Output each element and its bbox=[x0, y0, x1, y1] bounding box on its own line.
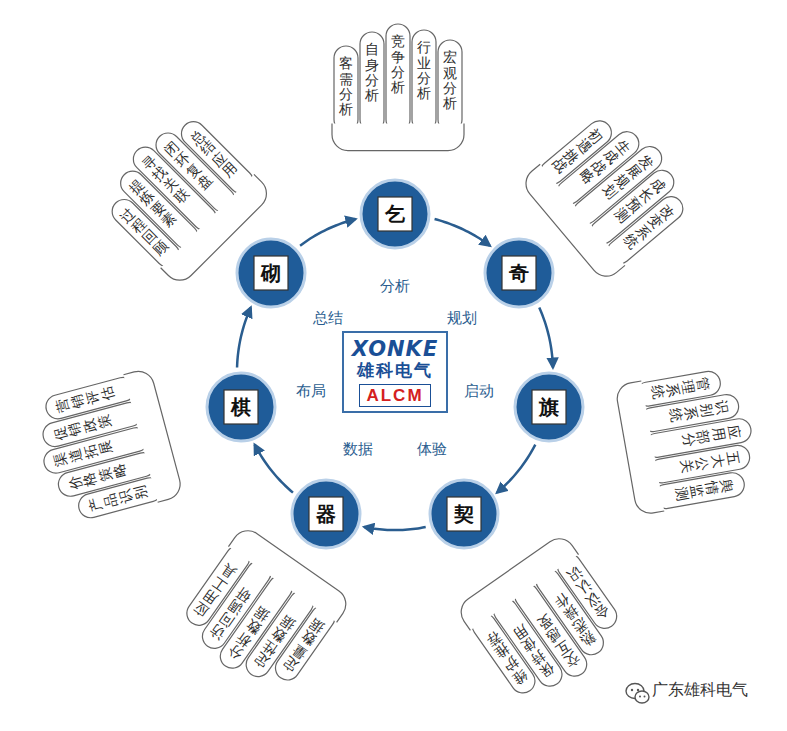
char-square bbox=[224, 390, 258, 424]
cycle-arrow bbox=[539, 308, 553, 368]
finger-shape bbox=[652, 471, 746, 511]
wechat-icon bbox=[626, 684, 649, 704]
circle-fill bbox=[207, 373, 275, 441]
stage-circle: 契体验 bbox=[428, 478, 500, 550]
logo-box: XONKE雄科电气ALCM bbox=[342, 331, 449, 413]
circle-fill bbox=[237, 239, 305, 307]
stage-character: 乞 bbox=[385, 201, 405, 228]
finger-shape bbox=[412, 30, 436, 132]
finger-text: 行业分析 bbox=[417, 40, 431, 102]
char-square bbox=[447, 497, 481, 531]
cycle-arrow bbox=[435, 219, 490, 246]
circle-fill bbox=[361, 180, 429, 248]
palm-shape bbox=[615, 381, 665, 516]
cycle-arrow bbox=[255, 445, 293, 493]
hand-callout: 管理系统识别系统应用部分五大公关舆情监测 bbox=[613, 362, 762, 518]
stage-character: 棋 bbox=[231, 394, 251, 421]
stage-character: 砌 bbox=[261, 260, 281, 287]
cycle-arrow bbox=[497, 445, 535, 493]
stage-circle: 砌总结 bbox=[235, 237, 307, 309]
logo-name: 雄科电气 bbox=[357, 361, 433, 384]
finger-shape bbox=[43, 375, 138, 422]
palm-shape bbox=[228, 525, 352, 623]
finger-shape bbox=[334, 46, 358, 132]
finger-shape bbox=[438, 40, 462, 132]
cycle-arrow bbox=[364, 527, 425, 530]
circle-fill bbox=[515, 373, 583, 441]
char-square bbox=[502, 256, 536, 290]
finger-text: 自身分析 bbox=[365, 42, 379, 104]
stage-label: 启动 bbox=[464, 382, 494, 401]
stage-label: 规划 bbox=[447, 309, 477, 328]
cycle-arrow bbox=[237, 308, 251, 368]
char-square bbox=[309, 497, 343, 531]
palm-shape bbox=[332, 124, 464, 151]
stage-label: 数据 bbox=[343, 440, 373, 459]
circle-fill bbox=[292, 480, 360, 548]
finger-text: 宏观分析 bbox=[443, 50, 457, 112]
hand-callout: 定量数据定性数据分析数据访问调研应用工具 bbox=[170, 523, 355, 705]
stage-circle: 旗启动 bbox=[513, 371, 585, 443]
hand-callout: 客需分析自身分析竞争分析行业分析宏观分析 bbox=[330, 24, 466, 152]
char-square bbox=[378, 197, 412, 231]
stage-character: 契 bbox=[454, 501, 474, 528]
logo-wordmark: XONKE bbox=[352, 337, 439, 361]
stage-character: 奇 bbox=[509, 260, 529, 287]
hand-callout: 会议认识熟悉操作交互感受保持使用维护推荐 bbox=[453, 531, 638, 713]
stage-character: 旗 bbox=[539, 394, 559, 421]
watermark: 广东雄科电气 bbox=[652, 680, 748, 701]
stage-circle: 器数据 bbox=[290, 478, 362, 550]
circle-fill bbox=[430, 480, 498, 548]
palm-shape bbox=[123, 368, 183, 502]
stage-label: 布局 bbox=[296, 382, 326, 401]
finger-shape bbox=[386, 24, 410, 132]
finger-text: 客需分析 bbox=[339, 56, 353, 118]
char-square bbox=[532, 390, 566, 424]
cycle-arrow bbox=[300, 219, 355, 246]
stage-circle: 奇规划 bbox=[483, 237, 555, 309]
stage-circle: 乞分析 bbox=[359, 178, 431, 250]
finger-shape bbox=[360, 32, 384, 132]
stage-label: 总结 bbox=[313, 309, 343, 328]
stage-character: 器 bbox=[316, 501, 336, 528]
stage-circle: 棋布局 bbox=[205, 371, 277, 443]
stage-label: 分析 bbox=[380, 277, 410, 296]
circle-fill bbox=[485, 239, 553, 307]
logo-badge: ALCM bbox=[359, 384, 430, 408]
palm-shape bbox=[455, 533, 579, 631]
finger-text: 竞争分析 bbox=[391, 34, 405, 96]
hand-callout: 产品识别价格策略渠道拓展促销政策营销评估 bbox=[27, 366, 185, 530]
char-square bbox=[254, 256, 288, 290]
stage-label: 体验 bbox=[417, 440, 447, 459]
